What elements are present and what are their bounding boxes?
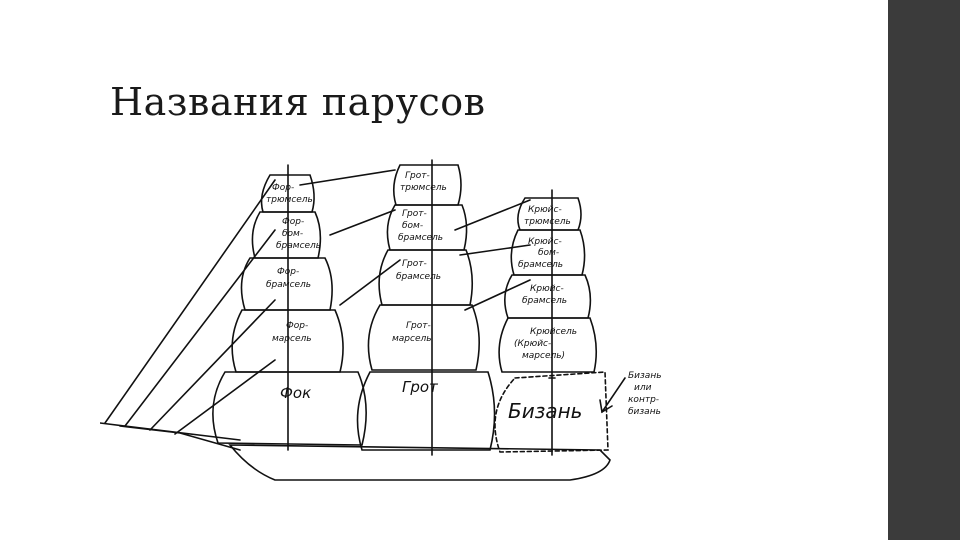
label-mizzen-topsail-3: марсель): [522, 351, 565, 361]
label-fore-topgallant-2: бом-: [282, 229, 303, 239]
label-main-topgallant-1: Грот-: [402, 209, 427, 219]
right-sidebar-bar: [888, 0, 960, 540]
label-spanker-note-3: контр-: [628, 395, 659, 405]
label-mizzen-royal-1: Крюйс-: [528, 205, 562, 215]
label-main-upper-2: брамсель: [396, 272, 441, 282]
label-mizzen-topsail-1: Крюйсель: [530, 327, 577, 337]
label-main-topsail-1: Грот-: [406, 321, 431, 331]
slide: Названия парусов: [0, 0, 888, 540]
sail-diagram: Фор- трюмсель Фор- бом- брамсель Фор- бр…: [100, 150, 690, 490]
label-mizzen-topgallant-1: Крюйс-: [528, 237, 562, 247]
label-spanker-note-1: Бизань: [628, 371, 662, 381]
label-mainsail: Грот: [402, 378, 439, 396]
sail-foresail: [213, 372, 366, 445]
sail-main-topgallant: [387, 205, 466, 250]
label-main-topgallant-2: бом-: [402, 221, 423, 231]
label-main-topgallant-3: брамсель: [398, 233, 443, 243]
label-fore-upper-2: брамсель: [266, 280, 311, 290]
slide-title: Названия парусов: [110, 80, 486, 124]
label-mizzen-royal-2: трюмсель: [524, 217, 571, 227]
label-mizzen-upper-2: брамсель: [522, 296, 567, 306]
label-mizzen-topgallant-2: бом-: [538, 248, 559, 258]
label-mizzen-topgallant-3: брамсель: [518, 260, 563, 270]
label-foresail: Фок: [280, 384, 311, 402]
label-main-upper-1: Грот-: [402, 259, 427, 269]
label-spanker-note-2: или: [634, 383, 652, 393]
label-main-topsail-2: марсель: [392, 334, 432, 344]
label-fore-upper-1: Фор-: [277, 267, 299, 277]
label-spanker: Бизань: [508, 399, 582, 423]
label-fore-topsail-1: Фор-: [286, 321, 308, 331]
ship-drawing: Фор- трюмсель Фор- бом- брамсель Фор- бр…: [100, 150, 690, 490]
label-main-royal-2: трюмсель: [400, 183, 447, 193]
label-mizzen-topsail-2: (Крюйс-: [514, 339, 551, 349]
label-fore-royal-2: трюмсель: [266, 195, 313, 205]
label-fore-topsail-2: марсель: [272, 334, 312, 344]
label-main-royal-1: Грот-: [405, 171, 430, 181]
label-mizzen-upper-1: Крюйс-: [530, 284, 564, 294]
label-fore-royal-1: Фор-: [272, 183, 294, 193]
label-fore-topgallant-3: брамсель: [276, 241, 321, 251]
label-spanker-note-4: бизань: [628, 407, 661, 417]
label-fore-topgallant-1: Фор-: [282, 217, 304, 227]
